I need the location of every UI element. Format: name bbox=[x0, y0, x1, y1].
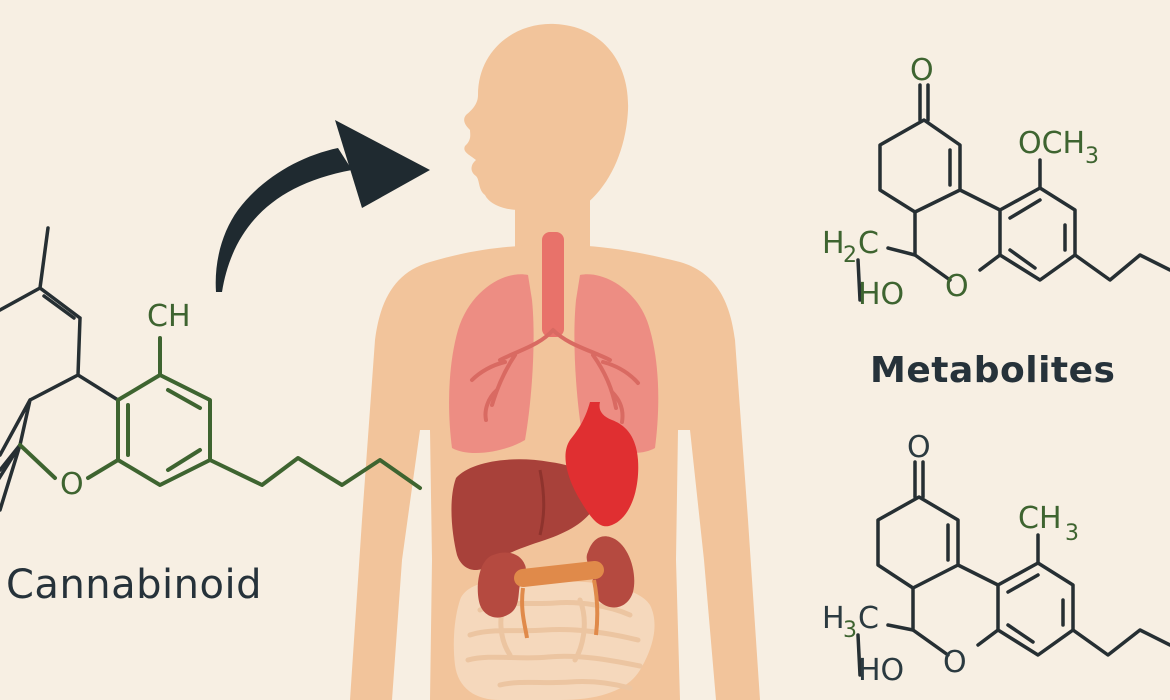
kidneys-icon bbox=[477, 536, 635, 639]
metabolite-top-group-label: OCH bbox=[1018, 126, 1085, 161]
metabolite-bottom-group-subscript: 3 bbox=[1065, 521, 1079, 546]
metabolite-top-hydroxyl-label: HO bbox=[858, 277, 904, 312]
liver-icon bbox=[451, 459, 599, 571]
metabolite-bottom-methyl-subscript: 3 bbox=[843, 618, 857, 643]
metabolite-bottom-methyl-h: H bbox=[822, 601, 845, 636]
metabolite-bottom-molecule: O CH 3 H 3 C HO O bbox=[822, 430, 1170, 688]
stomach-icon bbox=[565, 402, 639, 527]
metabolite-bottom-hydroxyl-label: HO bbox=[858, 653, 904, 688]
metabolites-caption: Metabolites bbox=[870, 350, 1116, 391]
metabolite-top-methyl-h: H bbox=[822, 226, 845, 261]
metabolite-top-ketone-label: O bbox=[910, 53, 934, 88]
metabolite-bottom-methyl-c: C bbox=[858, 601, 879, 636]
cannabinoid-group-label: CH bbox=[147, 299, 191, 334]
arrow-curved-icon bbox=[215, 120, 430, 292]
metabolite-top-methyl-subscript: 2 bbox=[843, 243, 857, 268]
cannabinoid-caption: Cannabinoid bbox=[6, 562, 262, 608]
metabolite-top-ring-oxygen-label: O bbox=[945, 269, 969, 304]
cannabinoid-molecule: CH O bbox=[0, 226, 422, 512]
metabolite-bottom-ring-oxygen-label: O bbox=[943, 645, 967, 680]
metabolite-top-molecule: O OCH 3 H 2 C HO O bbox=[822, 53, 1170, 312]
metabolite-bottom-ketone-label: O bbox=[907, 430, 931, 465]
metabolite-top-methyl-c: C bbox=[858, 226, 879, 261]
metabolite-bottom-group-label: CH bbox=[1018, 501, 1062, 536]
cannabinoid-ring-oxygen-label: O bbox=[60, 467, 84, 502]
metabolite-top-group-subscript: 3 bbox=[1085, 144, 1099, 169]
